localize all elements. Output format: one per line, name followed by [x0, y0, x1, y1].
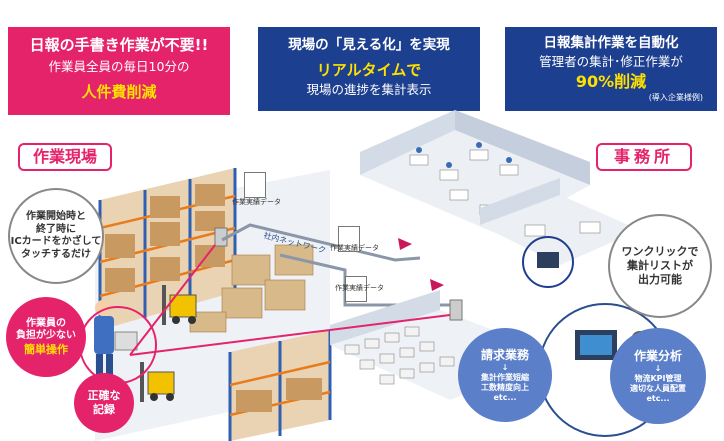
callout-arrow: ↓	[654, 363, 662, 373]
pallet-stacks	[189, 244, 314, 333]
warehouse-racks	[98, 168, 332, 441]
benefit-subtitle: 管理者の集計･修正作業が	[539, 53, 683, 69]
callout-line: 終了時に	[36, 223, 76, 235]
callout-one-click: ワンクリックで 集計リストが 出力可能	[608, 214, 712, 318]
callout-line: 物流KPI管理	[634, 373, 682, 383]
benefit-note: (導入企業様例)	[648, 92, 703, 102]
callout-billing: 請求業務 ↓ 集計作業短縮 工数精度向上 etc...	[458, 328, 552, 422]
callout-line: 負担が少ない	[16, 330, 76, 342]
callout-line: 簡単操作	[24, 342, 68, 356]
office-pc-highlight	[522, 236, 574, 288]
callout-line: 記録	[93, 403, 115, 416]
office-label: 事務所	[596, 143, 692, 171]
document-icon	[244, 172, 266, 198]
data-label: 作業実績データ	[335, 284, 384, 292]
forklift-icon	[162, 285, 197, 325]
callout-title: 請求業務	[480, 347, 529, 362]
callout-line: etc...	[493, 392, 517, 402]
document-icon	[338, 226, 360, 252]
callout-line: 集計作業短縮	[481, 372, 529, 382]
callout-title: 作業分析	[633, 348, 682, 363]
callout-line: 作業員の	[26, 317, 66, 329]
callout-line: 工数精度向上	[481, 382, 529, 392]
worker-icon	[94, 300, 138, 378]
callout-line: 集計リストが	[627, 259, 693, 273]
callout-arrow: ↓	[501, 362, 509, 372]
callout-pointer	[129, 244, 451, 356]
callout-analysis: 作業分析 ↓ 物流KPI管理 適切な人員配置 etc...	[610, 328, 706, 424]
benefit-highlight: 90%削減	[575, 71, 647, 91]
benefit-subtitle: 現場の進捗を集計表示	[306, 81, 432, 97]
document-icon	[345, 276, 367, 302]
benefit-title: 日報の手書き作業が不要!!	[29, 36, 209, 54]
callout-line: タッチするだけ	[21, 248, 91, 260]
benefit-highlight: リアルタイムで	[316, 60, 422, 79]
benefit-title: 日報集計作業を自動化	[543, 35, 679, 51]
benefit-title: 現場の「見える化」を実現	[288, 37, 450, 53]
callout-line: ICカードをかざして	[10, 236, 102, 247]
ic-card-reader-icon	[449, 299, 463, 321]
callout-line: 出力可能	[638, 272, 682, 286]
benefit-box-automation: 日報集計作業を自動化 管理者の集計･修正作業が 90%削減 (導入企業様例)	[505, 27, 717, 111]
forklift-icon	[140, 362, 175, 402]
callout-easy-operation: 作業員の 負担が少ない 簡単操作	[6, 297, 86, 377]
benefit-subtitle: 作業員全員の毎日10分の	[48, 58, 190, 74]
benefit-box-visualization: 現場の「見える化」を実現 リアルタイムで 現場の進捗を集計表示	[258, 27, 480, 111]
data-label: 作業実績データ	[232, 198, 281, 206]
callout-line: 正確な	[87, 389, 121, 403]
callout-line: etc...	[646, 393, 670, 403]
benefit-box-handwriting: 日報の手書き作業が不要!! 作業員全員の毎日10分の 人件費削減	[8, 27, 230, 115]
data-label: 作業実績データ	[330, 244, 379, 252]
network-arrow	[398, 238, 444, 291]
callout-accurate-record: 正確な 記録	[74, 373, 134, 433]
callout-ic-card: 作業開始時と 終了時に ICカードをかざして タッチするだけ	[8, 188, 104, 284]
callout-line: ワンクリックで	[621, 245, 699, 259]
callout-line: 適切な人員配置	[630, 383, 686, 393]
office-room	[360, 110, 640, 265]
monitor-icon	[537, 252, 559, 268]
callout-line: 作業開始時と	[26, 211, 86, 222]
worksite-label: 作業現場	[18, 143, 112, 171]
benefit-highlight: 人件費削減	[81, 83, 157, 102]
